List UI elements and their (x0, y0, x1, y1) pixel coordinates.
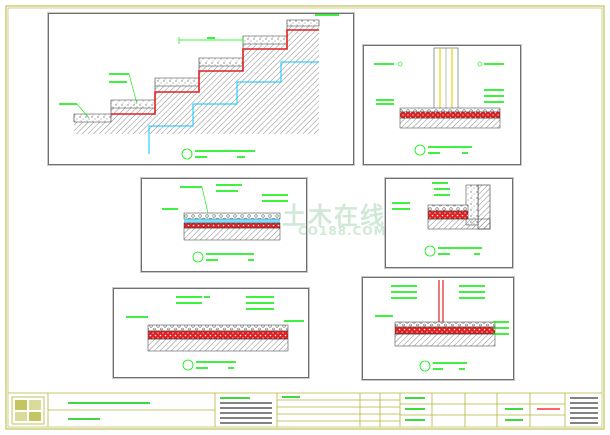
stair-section-drawing (59, 14, 339, 160)
ground-paving-drawing (126, 296, 304, 371)
company-logo-icon (11, 396, 45, 425)
watermark-url: CO188.COM (298, 224, 387, 238)
wall-corner-drawing (392, 182, 491, 257)
detail-panel-upright-joint (363, 45, 521, 165)
post-base-drawing (375, 280, 509, 372)
detail-panel-ground-paving (113, 288, 309, 378)
watermark-text: 土木在线 (282, 202, 386, 230)
title-block (8, 392, 602, 427)
paving-edge-drawing (162, 184, 288, 263)
detail-panel-wall-corner (385, 178, 513, 268)
detail-panel-post-base (362, 277, 514, 380)
detail-panel-paving-edge (141, 178, 307, 272)
title-block-text-marks (68, 396, 598, 424)
upright-joint-drawing (374, 47, 504, 156)
detail-panel-stairs (48, 13, 354, 165)
